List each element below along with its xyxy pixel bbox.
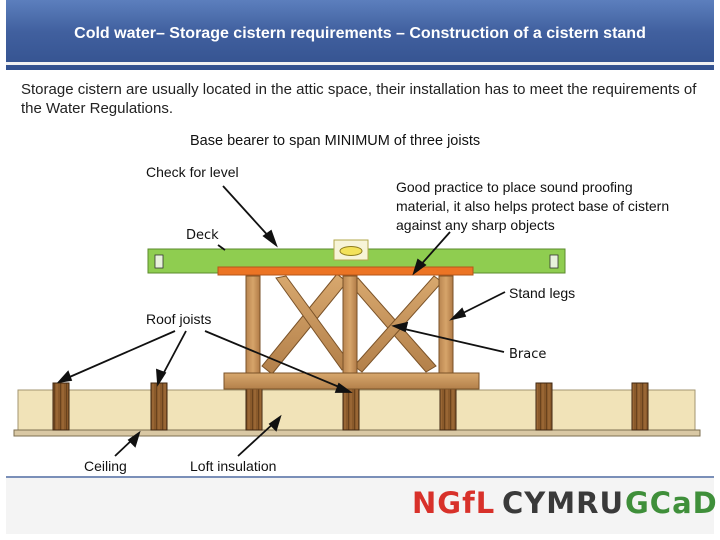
arrow-brace <box>399 327 505 353</box>
deck-end-grain-right <box>549 254 559 269</box>
brace-label: Brace <box>509 347 547 362</box>
roof-joists-label: Roof joists <box>146 311 212 327</box>
spirit-level-bubble <box>339 246 363 256</box>
sound-proofing-layer <box>217 266 474 276</box>
roof-joist <box>245 388 263 431</box>
base-bearer <box>223 372 480 390</box>
arrow-good-practice <box>417 231 451 269</box>
deck-end-grain-left <box>154 254 164 269</box>
roof-joist <box>52 382 70 431</box>
arrow-deck <box>217 244 226 251</box>
arrow-stand-legs <box>456 291 506 317</box>
ngfl-logo: NGfL <box>412 486 496 520</box>
footer <box>6 478 714 534</box>
check-level-label: Check for level <box>146 164 239 180</box>
title-bar: Cold water– Storage cistern requirements… <box>6 0 714 70</box>
stand-legs <box>245 275 454 377</box>
roof-joist <box>342 388 360 431</box>
arrow-check-level <box>222 185 273 241</box>
arrow-loft-insulation <box>237 421 276 457</box>
stand-leg <box>245 275 261 377</box>
good-practice-label: Good practice to place sound proofing ma… <box>396 179 670 233</box>
arrow-roof-joists-c <box>204 330 345 390</box>
intro-text: Storage cistern are usually located in t… <box>21 81 697 117</box>
braces <box>261 273 443 375</box>
base-bearer-label: Base bearer to span MINIMUM of three joi… <box>190 133 481 149</box>
roof-joist <box>439 388 457 431</box>
gcad-logo: GCaD <box>625 486 718 520</box>
deck-label: Deck <box>186 228 219 243</box>
leader-arrows <box>56 185 506 457</box>
ceiling-board <box>13 429 701 437</box>
roof-joist <box>150 382 168 431</box>
stand-leg <box>438 275 454 377</box>
stand-legs-label: Stand legs <box>509 285 576 301</box>
stand-leg <box>342 275 358 377</box>
roof-joist <box>631 382 649 431</box>
loft-insulation-label: Loft insulation <box>190 458 277 474</box>
footer-divider <box>6 476 714 478</box>
ceiling-label: Ceiling <box>84 458 127 474</box>
slide-title: Cold water– Storage cistern requirements… <box>74 25 646 42</box>
roof-joist <box>535 382 553 431</box>
title-divider <box>6 62 714 65</box>
arrow-roof-joists-b <box>64 330 176 380</box>
arrow-roof-joists-a <box>160 330 187 379</box>
cymru-logo: CYMRU <box>502 486 625 520</box>
